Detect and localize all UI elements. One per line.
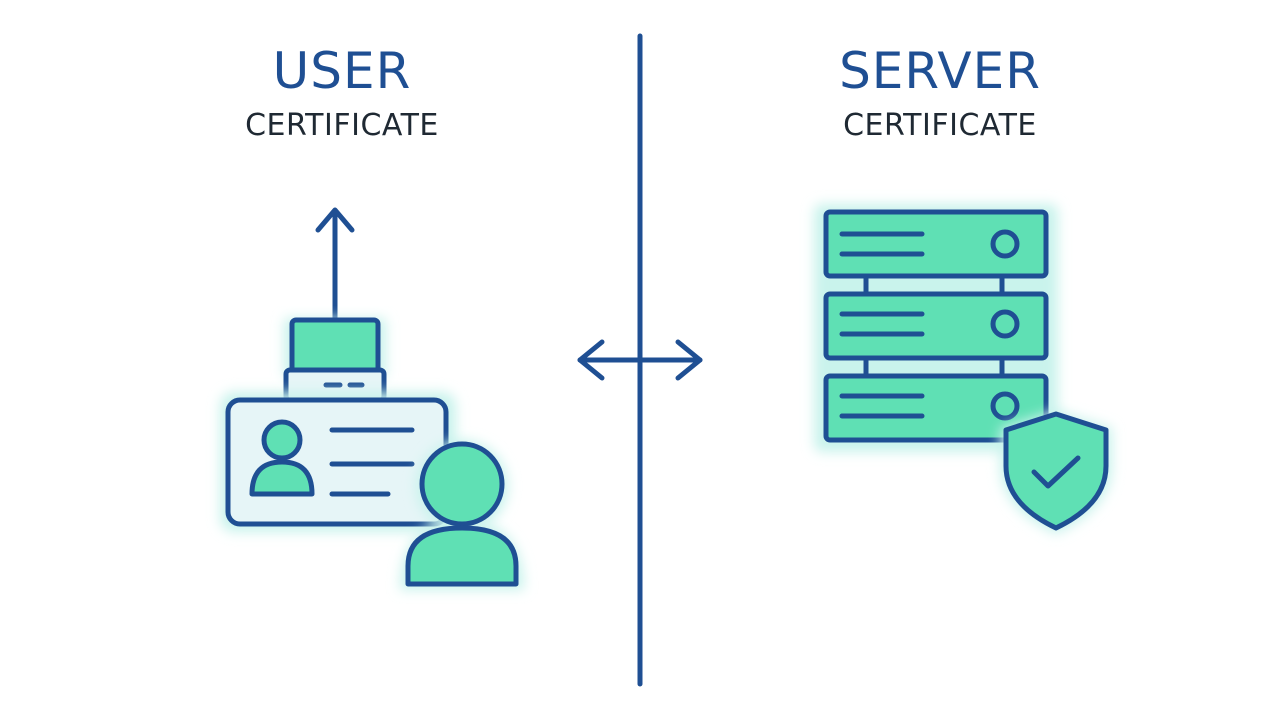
id-card-icon — [220, 392, 456, 532]
card-reader-icon — [283, 317, 387, 403]
user-title: USER — [272, 42, 412, 100]
user-icon — [400, 440, 524, 590]
shield-check-icon — [1000, 410, 1112, 534]
upload-arrow-icon — [315, 207, 355, 323]
bidirectional-arrow-icon — [577, 339, 703, 381]
server-stack-icon — [814, 204, 1058, 452]
server-subtitle: CERTIFICATE — [843, 108, 1037, 143]
user-subtitle: CERTIFICATE — [245, 108, 439, 143]
user-certificate-heading: USER CERTIFICATE — [142, 42, 542, 146]
server-certificate-heading: SERVER CERTIFICATE — [740, 42, 1140, 146]
server-title: SERVER — [839, 42, 1041, 100]
